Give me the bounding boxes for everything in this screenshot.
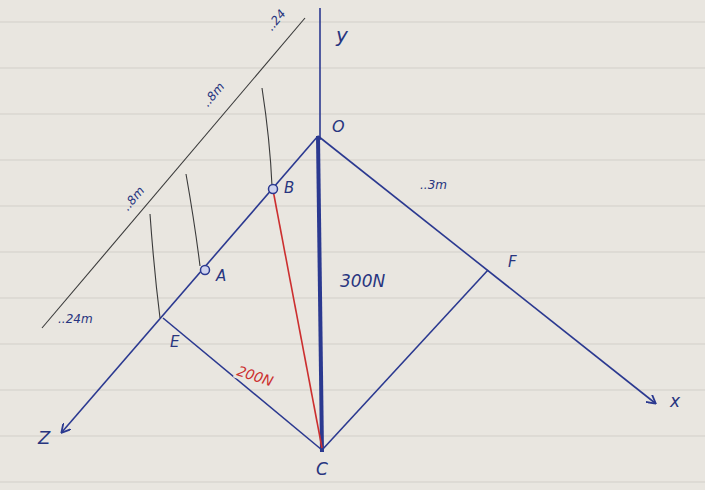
point-label: O: [330, 118, 347, 136]
point-label: A: [214, 268, 228, 285]
x-axis: [318, 136, 655, 403]
point-label: F: [506, 254, 519, 271]
point-b: [269, 185, 278, 194]
member-oc: [318, 136, 322, 452]
force-line-bc: [273, 190, 322, 448]
point-label: B: [282, 180, 296, 197]
extension-line: [186, 174, 200, 266]
dimension-label: ..3m: [418, 178, 449, 192]
dimension-label: ..8m: [198, 78, 229, 111]
z-axis: [62, 136, 318, 432]
dimension-line: [42, 18, 305, 328]
extension-line: [150, 214, 160, 318]
extension-line: [262, 88, 272, 186]
member-fc: [322, 270, 488, 450]
dimension-label: ..8m: [118, 182, 149, 215]
force-label: 300N: [338, 272, 387, 291]
member-ec: [163, 318, 322, 450]
ruled-lines: [0, 22, 705, 482]
y-axis: [319, 8, 321, 140]
dimension-label: ..24: [262, 5, 290, 35]
force-label: 200N: [233, 362, 277, 390]
dimension-label: ..24m: [56, 312, 95, 326]
point-a: [201, 266, 210, 275]
point-label: E: [168, 334, 181, 351]
axis-label: x: [668, 392, 682, 411]
axis-label: Z: [36, 428, 52, 448]
point-label: C: [314, 460, 330, 479]
axis-label: y: [334, 24, 350, 46]
